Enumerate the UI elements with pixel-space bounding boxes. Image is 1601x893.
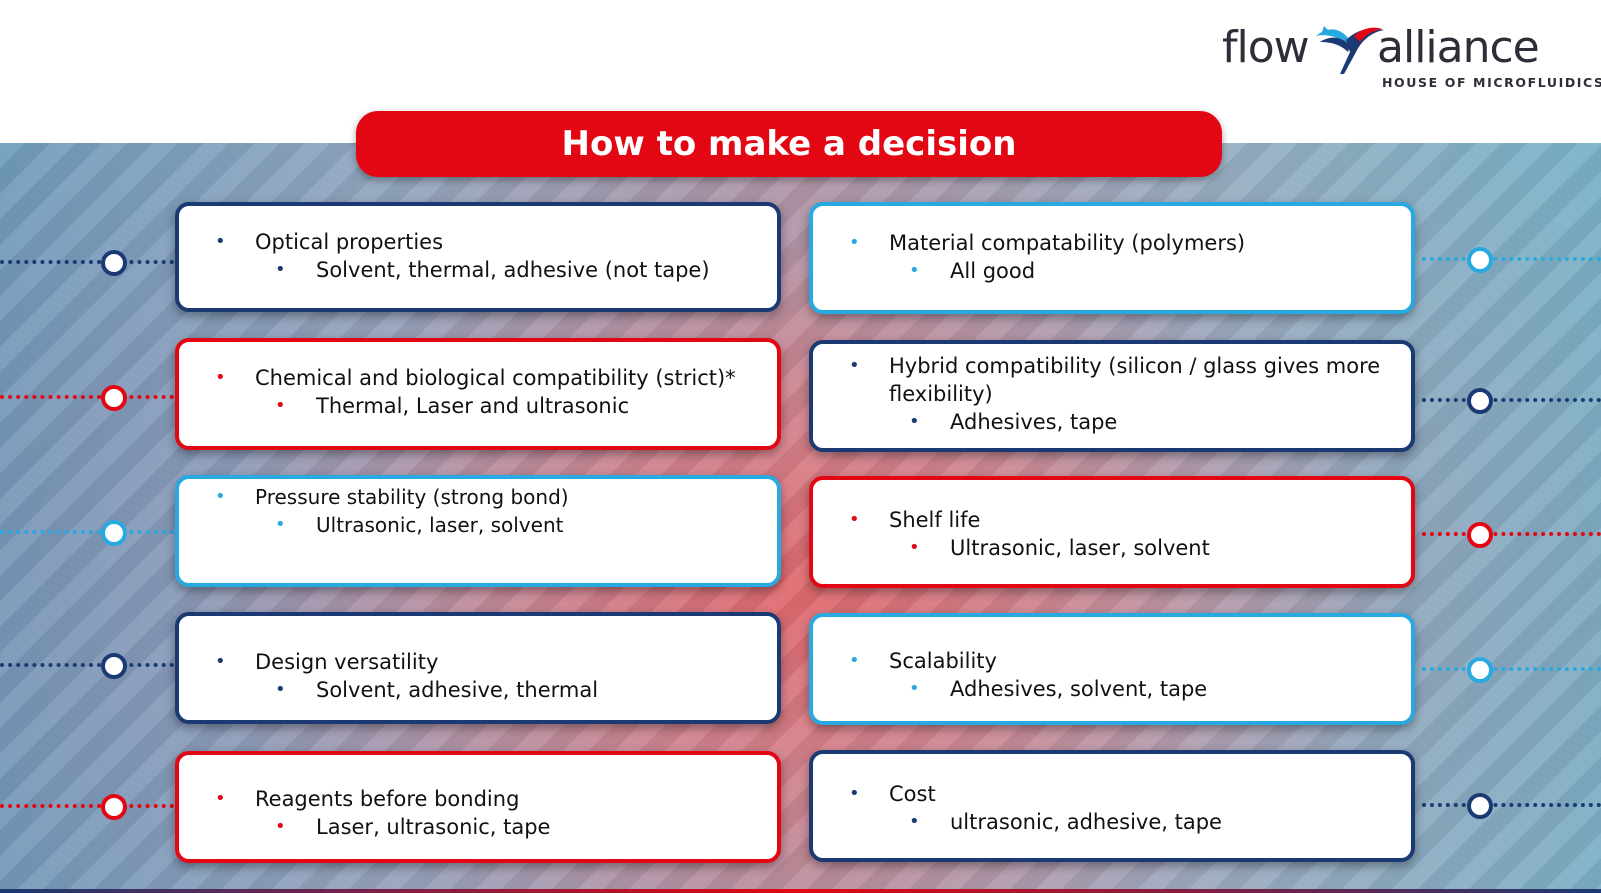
- right-connector-2: [1422, 398, 1601, 402]
- left-connector-4: [0, 663, 174, 667]
- bird-icon: [1316, 26, 1384, 74]
- right-node-3: [1467, 522, 1493, 548]
- left-node-4: [101, 653, 127, 679]
- criterion-heading: •Chemical and biological compatibility (…: [215, 366, 736, 390]
- criterion-card-scalability: •Scalability •Adhesives, solvent, tape: [809, 613, 1415, 725]
- left-connector-1: [0, 260, 174, 264]
- criterion-methods: •Adhesives, tape: [909, 410, 1118, 434]
- criterion-card-design: •Design versatility •Solvent, adhesive, …: [175, 612, 781, 724]
- criterion-heading: •Optical properties: [215, 230, 444, 254]
- criterion-card-material: •Material compatability (polymers) •All …: [809, 202, 1415, 314]
- criterion-heading: •Pressure stability (strong bond): [215, 485, 569, 509]
- bottom-accent-bar: [0, 889, 1601, 893]
- criterion-methods: •Ultrasonic, laser, solvent: [909, 536, 1210, 560]
- criterion-card-chemical: •Chemical and biological compatibility (…: [175, 338, 781, 450]
- left-node-3: [101, 520, 127, 546]
- logo-tagline: HOUSE OF MICROFLUIDICS: [1382, 75, 1601, 90]
- right-connector-5: [1422, 803, 1601, 807]
- criterion-methods: •Laser, ultrasonic, tape: [275, 815, 551, 839]
- right-connector-3: [1422, 532, 1601, 536]
- left-node-2: [101, 385, 127, 411]
- criterion-card-shelf-life: •Shelf life •Ultrasonic, laser, solvent: [809, 476, 1415, 588]
- criterion-card-pressure: •Pressure stability (strong bond) •Ultra…: [175, 475, 781, 587]
- criterion-methods: •Adhesives, solvent, tape: [909, 677, 1208, 701]
- criterion-card-cost: •Cost •ultrasonic, adhesive, tape: [809, 750, 1415, 862]
- criterion-methods: •All good: [909, 259, 1036, 283]
- right-node-4: [1467, 657, 1493, 683]
- criterion-heading: •Reagents before bonding: [215, 787, 520, 811]
- right-connector-4: [1422, 667, 1601, 671]
- title-banner: How to make a decision: [356, 111, 1222, 177]
- criterion-methods: •Ultrasonic, laser, solvent: [275, 513, 564, 537]
- criterion-methods: •Solvent, thermal, adhesive (not tape): [275, 258, 710, 282]
- right-node-5: [1467, 793, 1493, 819]
- logo-word-flow: flow: [1222, 22, 1310, 73]
- page-title: How to make a decision: [561, 124, 1017, 164]
- criterion-heading: •Design versatility: [215, 650, 439, 674]
- criterion-methods: •Solvent, adhesive, thermal: [275, 678, 599, 702]
- criterion-methods: •ultrasonic, adhesive, tape: [909, 810, 1222, 834]
- criterion-heading: •Material compatability (polymers): [849, 231, 1246, 255]
- right-node-1: [1467, 247, 1493, 273]
- criterion-heading: •Cost: [849, 782, 936, 806]
- criterion-heading: •Scalability: [849, 649, 997, 673]
- flow-alliance-logo: flow alliance HOUSE OF MICROFLUIDICS: [1222, 22, 1601, 92]
- left-node-5: [101, 794, 127, 820]
- criterion-card-optical: •Optical properties •Solvent, thermal, a…: [175, 202, 781, 312]
- criterion-heading: •Hybrid compatibility (silicon / glass g…: [849, 354, 1381, 406]
- left-connector-5: [0, 804, 174, 808]
- criterion-methods: •Thermal, Laser and ultrasonic: [275, 394, 630, 418]
- left-connector-3: [0, 530, 174, 534]
- right-connector-1: [1422, 257, 1601, 261]
- left-node-1: [101, 250, 127, 276]
- logo-word-alliance: alliance: [1377, 22, 1540, 73]
- criterion-card-reagents: •Reagents before bonding •Laser, ultraso…: [175, 751, 781, 863]
- left-connector-2: [0, 395, 174, 399]
- right-node-2: [1467, 388, 1493, 414]
- criterion-card-hybrid: •Hybrid compatibility (silicon / glass g…: [809, 340, 1415, 452]
- criterion-heading: •Shelf life: [849, 508, 981, 532]
